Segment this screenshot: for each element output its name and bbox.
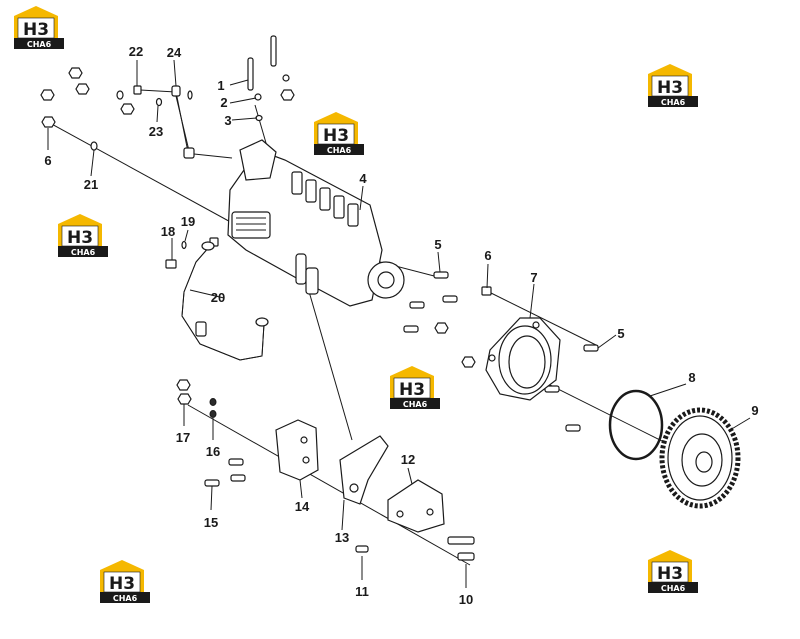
logo-word-text: CHA6 <box>661 584 686 593</box>
drive-gear <box>659 407 741 509</box>
callout-labels: 1 2 3 4 5 5 6 6 7 8 9 10 11 12 13 14 15 … <box>44 44 758 607</box>
callout-6-left: 6 <box>44 153 51 168</box>
callout-11: 11 <box>355 584 369 599</box>
leader-lines <box>47 59 751 588</box>
callout-1: 1 <box>217 78 224 93</box>
callout-12: 12 <box>401 452 415 467</box>
logo-word-text: CHA6 <box>403 400 428 409</box>
callout-10: 10 <box>459 592 473 607</box>
brand-logo: H3 CHA6 <box>57 213 109 258</box>
brand-logo: H3 CHA6 <box>13 5 65 50</box>
linkage-rod <box>171 85 233 159</box>
logo-mark-text: H3 <box>399 380 425 400</box>
callout-6-right: 6 <box>484 248 491 263</box>
callout-24: 24 <box>167 45 182 60</box>
brand-logo: H3 CHA6 <box>313 111 365 156</box>
callout-17: 17 <box>176 430 190 445</box>
brand-logo: H3 CHA6 <box>99 559 151 604</box>
brand-logo: H3 CHA6 <box>647 63 699 108</box>
stud-bolts <box>403 271 599 432</box>
callout-21: 21 <box>84 177 98 192</box>
callout-8: 8 <box>688 370 695 385</box>
brand-logo: H3 CHA6 <box>647 549 699 594</box>
callout-15: 15 <box>204 515 218 530</box>
hardware-nuts <box>40 67 476 405</box>
bracket-13 <box>339 435 389 505</box>
callout-7: 7 <box>530 270 537 285</box>
callout-3: 3 <box>224 113 231 128</box>
logo-mark-text: H3 <box>323 126 349 146</box>
logo-word-text: CHA6 <box>27 40 52 49</box>
bracket-14 <box>275 419 319 481</box>
logo-mark-text: H3 <box>657 564 683 584</box>
hardware-washers <box>90 74 290 418</box>
callout-2: 2 <box>220 95 227 110</box>
logo-mark-text: H3 <box>23 20 49 40</box>
callout-14: 14 <box>295 499 310 514</box>
callout-5-lower: 5 <box>617 326 624 341</box>
injection-pump <box>227 139 405 307</box>
callout-23: 23 <box>149 124 163 139</box>
callout-22: 22 <box>129 44 143 59</box>
logo-mark-text: H3 <box>67 228 93 248</box>
callout-19: 19 <box>181 214 195 229</box>
logo-mark-text: H3 <box>109 574 135 594</box>
logo-word-text: CHA6 <box>661 98 686 107</box>
logo-word-text: CHA6 <box>113 594 138 603</box>
bracket-12 <box>387 479 445 533</box>
logo-mark-text: H3 <box>657 78 683 98</box>
callout-13: 13 <box>335 530 349 545</box>
logo-word-text: CHA6 <box>71 248 96 257</box>
hardware-bolts <box>133 35 599 561</box>
brand-logo: H3 CHA6 <box>389 365 441 410</box>
adapter-housing <box>485 317 561 401</box>
callout-4: 4 <box>359 171 367 186</box>
callout-18: 18 <box>161 224 175 239</box>
pump-plungers <box>291 171 359 227</box>
callout-9: 9 <box>751 403 758 418</box>
callout-16: 16 <box>206 444 220 459</box>
callout-5-upper: 5 <box>434 237 441 252</box>
callout-20: 20 <box>211 290 225 305</box>
fuel-pipe <box>181 241 269 361</box>
o-ring <box>608 389 664 461</box>
logo-word-text: CHA6 <box>327 146 352 155</box>
